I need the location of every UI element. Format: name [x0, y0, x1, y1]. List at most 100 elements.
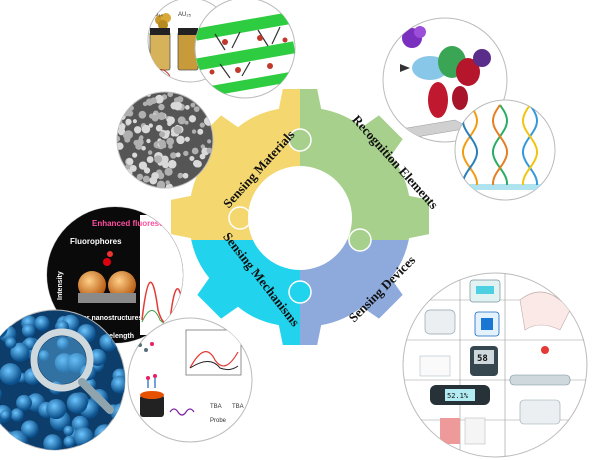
sem-particle — [124, 169, 133, 178]
fluor-tag: Fluorophores — [70, 237, 122, 246]
central-gear: Sensing Materials Recognition Elements S… — [169, 87, 441, 347]
nano-bead — [34, 315, 50, 331]
sem-particle — [155, 124, 163, 132]
sem-particle — [165, 183, 173, 188]
nano-bead — [111, 437, 123, 450]
sem-particle — [193, 106, 200, 112]
sem-particle — [130, 93, 136, 98]
puzzle-knob-right — [348, 228, 372, 252]
fluor-caption: Copper nanostructures — [65, 315, 143, 322]
sem-particle — [142, 175, 150, 183]
nano-bead — [89, 348, 107, 366]
nano-bead — [117, 407, 125, 420]
sem-particle — [191, 147, 199, 155]
panel-sem-particles — [116, 91, 214, 189]
sem-particle — [162, 161, 169, 169]
sem-particle — [151, 172, 159, 180]
gear-center-hole — [248, 166, 352, 270]
nano-bead — [46, 399, 67, 420]
sem-particle — [132, 119, 137, 124]
sem-particle — [205, 92, 211, 95]
sem-particle — [177, 173, 183, 179]
sem-particle — [140, 181, 145, 186]
sem-particle — [170, 152, 177, 159]
sem-particle — [173, 101, 183, 111]
puzzle-knob-left — [228, 206, 252, 230]
fluor-xlabel: Wavelength — [95, 333, 134, 340]
dna-strand — [462, 104, 479, 186]
gear-quadrant-devices — [300, 240, 411, 347]
nano-bead — [5, 337, 17, 349]
sem-particle — [126, 158, 134, 165]
sem-particle — [122, 174, 127, 179]
sem-particle — [197, 128, 204, 135]
sem-particle — [173, 125, 182, 135]
sem-particle — [136, 173, 144, 181]
sem-particle — [164, 167, 173, 176]
sem-particle — [135, 142, 143, 150]
gear-quadrant-mechanisms — [189, 240, 300, 347]
sem-particle — [129, 92, 139, 102]
sem-particle — [122, 103, 128, 109]
sem-particle — [184, 120, 189, 125]
nano-bead — [0, 409, 11, 421]
sem-particle — [121, 105, 127, 110]
sem-particle — [154, 155, 163, 164]
sem-particle — [168, 144, 173, 149]
sem-particle — [166, 116, 175, 125]
sem-particle — [142, 101, 148, 107]
panel-dna-aptamer — [454, 99, 556, 201]
sem-particle — [132, 152, 138, 158]
nano-bead — [94, 424, 116, 446]
sem-particle — [146, 138, 151, 144]
sem-particle — [151, 114, 159, 122]
sem-particle — [199, 153, 206, 160]
nano-bead — [38, 350, 50, 361]
nano-bead — [106, 433, 119, 446]
sem-particle — [191, 129, 197, 134]
sem-particle — [138, 136, 143, 141]
sem-particle — [176, 135, 185, 145]
dna-strand — [491, 104, 508, 186]
sem-particle — [166, 137, 175, 146]
sem-particle — [133, 126, 142, 134]
nano-bead — [10, 342, 30, 362]
sem-particle — [123, 131, 131, 140]
nano-bead — [56, 337, 69, 350]
sem-particle — [138, 161, 148, 170]
dna-strand — [521, 104, 538, 186]
nano-bead — [20, 420, 39, 438]
nano-bead — [110, 375, 125, 394]
sem-particle — [158, 139, 166, 148]
mech-legend-1: TBA — [210, 404, 222, 410]
sem-particle — [141, 145, 146, 151]
vial-label-2: AU₂₅ — [178, 12, 192, 18]
sem-particle — [117, 182, 121, 188]
sem-particle — [175, 152, 181, 158]
sem-particle — [147, 150, 153, 155]
sem-particle — [167, 159, 177, 169]
nano-bead — [66, 353, 87, 373]
sem-particle — [130, 183, 137, 188]
sem-particle — [207, 139, 212, 144]
device-meter-value: 58 — [477, 354, 488, 364]
panel-sensing-mechanism: TBA TBA Probe — [127, 317, 253, 443]
nano-bead — [63, 435, 76, 448]
sem-particle — [158, 103, 165, 111]
sem-particle — [125, 92, 134, 98]
fluor-title: Enhanced fluorescence — [92, 219, 182, 228]
sem-particle — [128, 92, 138, 97]
sem-particle — [129, 164, 137, 172]
sem-particle — [188, 115, 197, 123]
sem-particle — [200, 144, 206, 149]
sem-particle — [185, 105, 190, 110]
sem-particle — [193, 160, 201, 168]
sem-particle — [138, 110, 147, 119]
sem-particle — [117, 103, 124, 111]
dna-strand — [522, 104, 539, 186]
mech-legend-2: TBA — [232, 404, 244, 410]
nano-bead — [0, 315, 7, 332]
fluor-ylabel: Intensity — [57, 271, 64, 300]
sem-particle — [148, 123, 153, 128]
